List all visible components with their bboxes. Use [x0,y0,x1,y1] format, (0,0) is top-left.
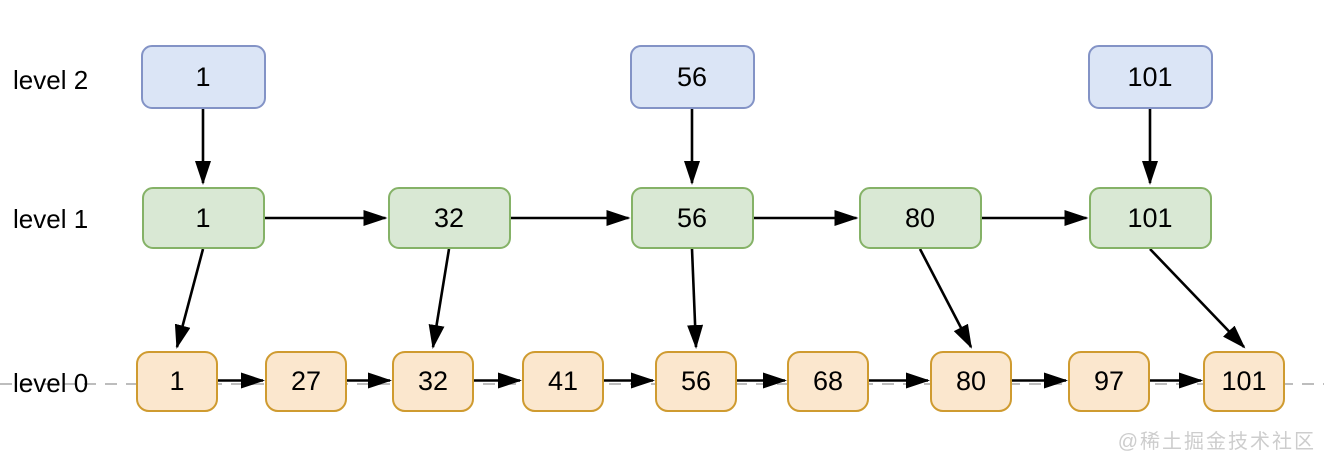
node-level1-101: 101 [1088,187,1212,249]
node-level0-32: 32 [392,351,474,412]
node-level0-1: 1 [136,351,218,412]
node-level0-101: 101 [1203,351,1285,412]
node-level2-1: 1 [140,45,266,109]
level-label-level-0: level 0 [13,368,89,398]
node-level1-1: 1 [141,187,265,249]
level-label-level-1: level 1 [13,204,89,234]
node-level2-56: 56 [629,45,755,109]
watermark: @稀土掘金技术社区 [1117,431,1316,453]
node-level0-68: 68 [787,351,869,412]
node-level0-41: 41 [522,351,604,412]
node-level0-56: 56 [655,351,737,412]
node-level0-27: 27 [265,351,347,412]
arrow-l1-32-l0-32 [428,248,451,349]
node-level0-80: 80 [930,351,1012,412]
arrow-l1-1-l0-1 [174,248,205,349]
node-level1-80: 80 [858,187,982,249]
arrow-l1-101-l0-101 [1149,248,1246,349]
node-level2-101: 101 [1087,45,1213,109]
arrow-l1-80-l0-80 [918,248,973,349]
node-level1-32: 32 [387,187,511,249]
arrow-l1-56-l0-56 [687,248,704,349]
node-level1-56: 56 [630,187,754,249]
level-label-level-2: level 2 [13,65,89,95]
node-level0-97: 97 [1068,351,1150,412]
